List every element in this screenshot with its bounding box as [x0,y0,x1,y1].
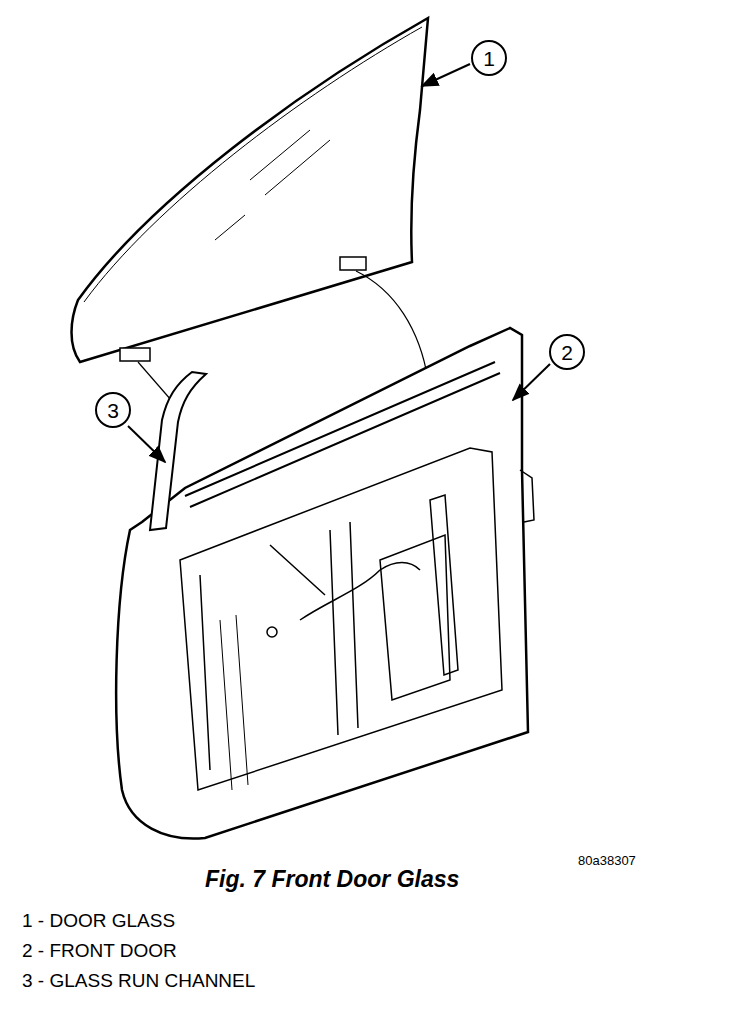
glass-outline [72,18,429,362]
door-outline [116,328,528,839]
leader-arrow [513,364,550,400]
callout-circle: 2 [549,334,585,370]
legend-line: 2 - FRONT DOOR [22,940,177,962]
inner-panel [180,448,502,790]
leader-arrow [422,64,470,86]
leader-arrows [128,64,550,462]
figure-caption: Fig. 7 Front Door Glass [205,866,459,893]
panel-edge [220,615,248,790]
callout-number: 3 [107,400,119,421]
door-latch [520,470,534,522]
rear-run-channel [430,495,458,675]
callout-number: 1 [483,48,495,69]
callout-circle: 3 [95,392,131,428]
callout-number: 2 [561,342,573,363]
glass-run-channel [150,372,206,530]
callout-circle: 1 [471,40,507,76]
glass-clip [340,257,366,270]
install-line [356,271,428,380]
glass-clip [120,348,150,361]
legend-line: 1 - DOOR GLASS [22,910,175,932]
front-door [116,328,534,839]
belt-line [185,362,500,507]
legend-line: 3 - GLASS RUN CHANNEL [22,970,255,992]
window-regulator [270,545,420,620]
leader-arrow [128,426,165,462]
figure-code: 80a38307 [578,853,636,868]
door-glass [72,18,429,408]
panel-rib [200,522,358,770]
fastener [267,627,277,637]
glass-reflection [215,130,330,240]
glass-edge [84,27,422,302]
